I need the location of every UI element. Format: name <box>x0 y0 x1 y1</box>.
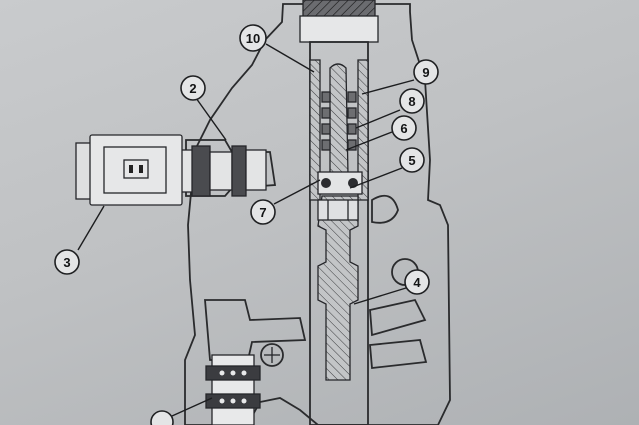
leader-8 <box>355 109 401 129</box>
leader-6 <box>345 131 393 151</box>
callout-5: 5 <box>399 147 425 173</box>
top-cap-shoulder <box>299 15 379 43</box>
callout-5-label: 5 <box>408 153 415 168</box>
leader-3 <box>77 205 105 251</box>
leader-2 <box>195 97 227 141</box>
callout-3-label: 3 <box>63 255 70 270</box>
central-bore <box>309 41 369 425</box>
spool-land <box>317 199 359 221</box>
right-passage-2 <box>369 298 427 337</box>
callout-7-label: 7 <box>259 205 266 220</box>
callout-2: 2 <box>180 75 206 101</box>
leader-7 <box>273 179 321 205</box>
callout-10-label: 10 <box>246 31 260 46</box>
right-passage <box>371 194 399 224</box>
leader-9 <box>361 79 415 95</box>
callout-4: 4 <box>404 269 430 295</box>
callout-partial <box>150 410 174 425</box>
sleeve-left-wall <box>309 59 321 201</box>
callout-6: 6 <box>391 115 417 141</box>
callout-2-label: 2 <box>189 81 196 96</box>
lower-cartridge <box>205 354 261 425</box>
top-cap <box>302 0 376 19</box>
leader-10 <box>265 43 315 73</box>
callout-8: 8 <box>399 88 425 114</box>
sleeve-right-wall <box>357 59 369 201</box>
lower-center-port <box>260 343 284 367</box>
lower-left-passage <box>204 299 307 361</box>
leader-4 <box>353 287 407 305</box>
solenoid-stem <box>179 145 267 197</box>
callout-8-label: 8 <box>408 94 415 109</box>
lower-spool <box>317 195 359 381</box>
callout-9-label: 9 <box>422 65 429 80</box>
callout-6-label: 6 <box>400 121 407 136</box>
callout-3: 3 <box>54 249 80 275</box>
callout-9: 9 <box>413 59 439 85</box>
right-passage-3 <box>369 339 428 369</box>
connector-socket <box>123 159 149 179</box>
plunger <box>329 63 349 176</box>
solenoid-coil <box>75 134 183 206</box>
callout-7: 7 <box>250 199 276 225</box>
leader-5 <box>349 167 403 189</box>
spring <box>321 91 357 151</box>
seat-assembly <box>317 171 363 195</box>
leader-partial <box>171 397 213 417</box>
callout-4-label: 4 <box>413 275 421 290</box>
callout-10: 10 <box>239 24 267 52</box>
check-ball-left <box>321 178 331 188</box>
